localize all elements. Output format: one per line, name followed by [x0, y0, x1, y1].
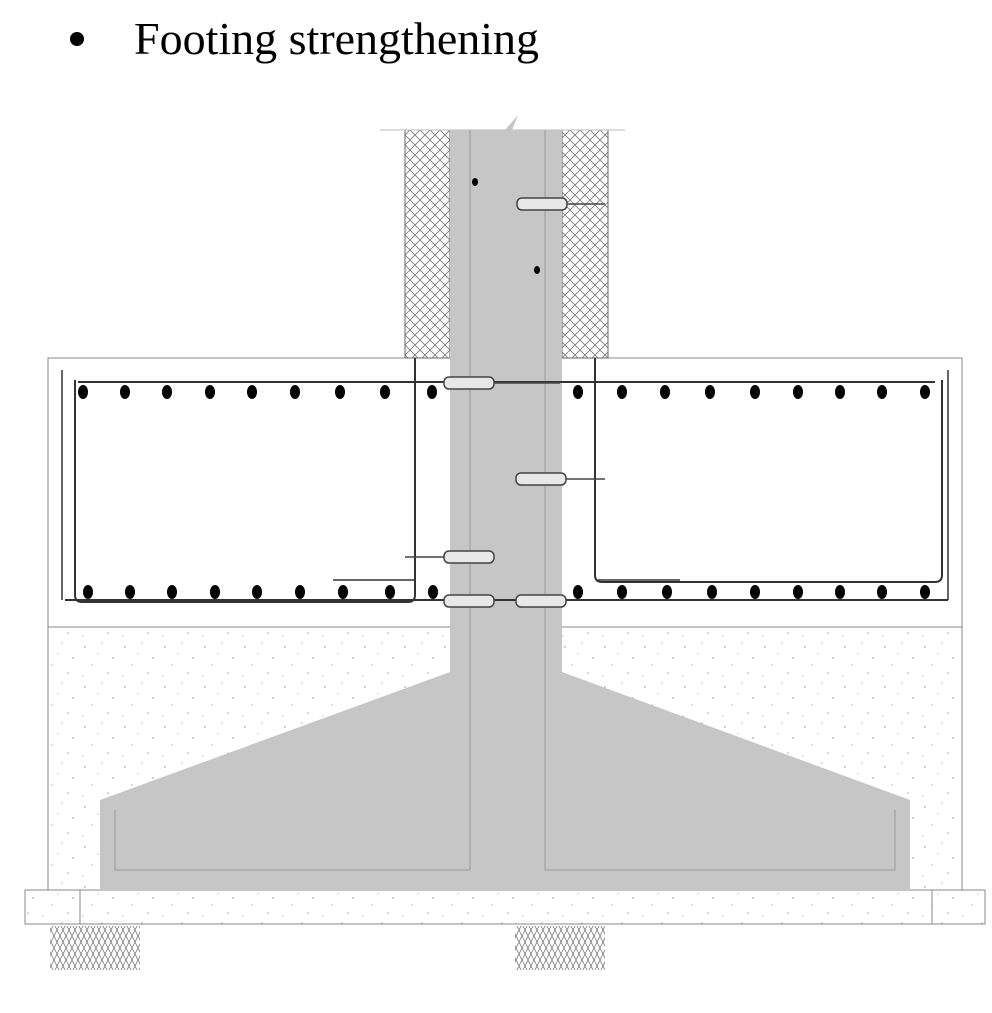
- existing-column-footing: [100, 115, 910, 890]
- chemical-anchors: [405, 197, 605, 608]
- column-jacket-right: [561, 129, 609, 359]
- bullet-icon: [70, 31, 84, 46]
- soil-hatch-left: [50, 926, 140, 970]
- soil-hatch-center: [515, 926, 605, 970]
- rebar-top-row: [78, 385, 930, 399]
- stirrup-left: [74, 358, 416, 603]
- stirrup-right: [594, 358, 943, 583]
- column-jacket-left: [404, 129, 451, 359]
- bullet-item: Footing strengthening: [70, 12, 539, 65]
- lean-concrete-base: [24, 889, 986, 925]
- bullet-text: Footing strengthening: [134, 13, 540, 64]
- rebar-bottom-row: [83, 585, 930, 599]
